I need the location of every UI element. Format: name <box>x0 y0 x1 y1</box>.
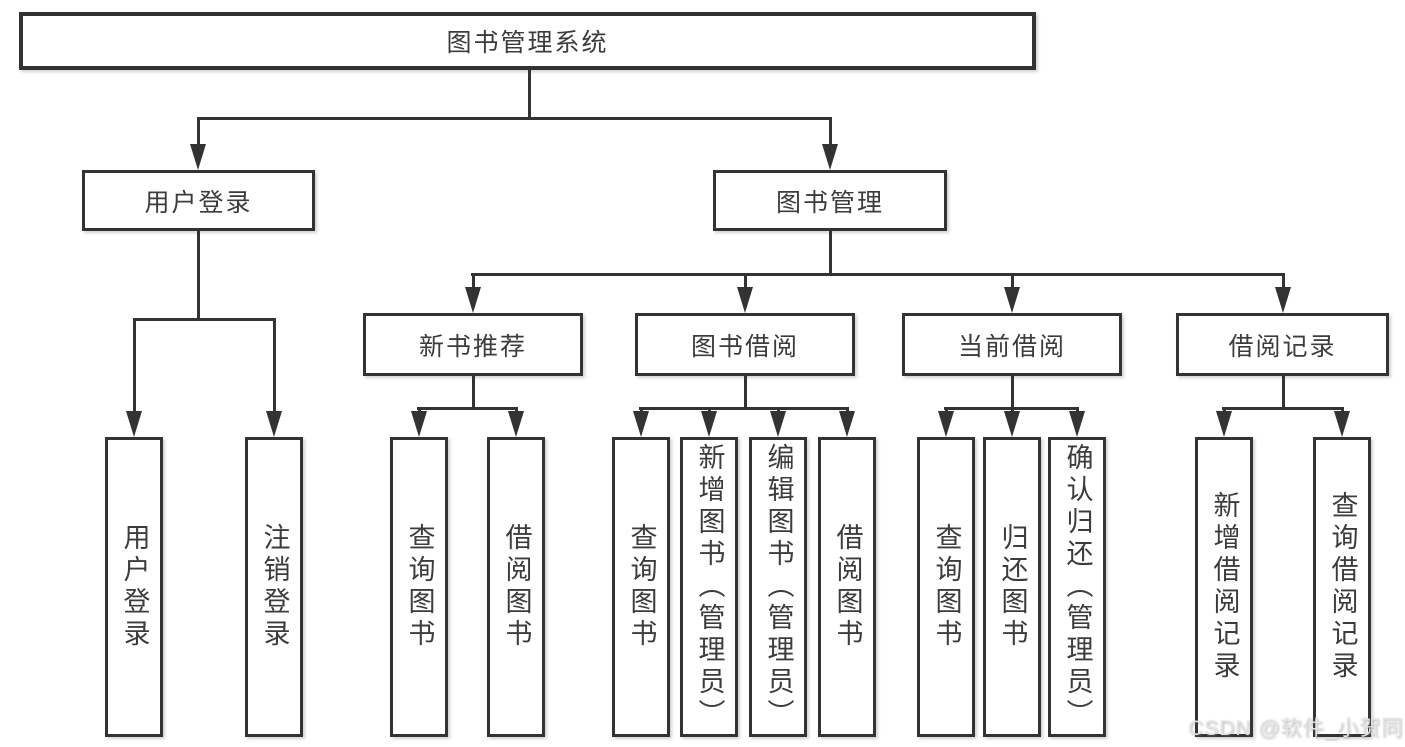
leaf-add-borrow-record: 新增借阅记录 <box>1195 437 1253 737</box>
connector-drop-line <box>273 318 276 413</box>
node-label: 借阅记录 <box>1228 332 1337 361</box>
node-label: 当前借阅 <box>957 332 1066 361</box>
connector-drop-line <box>777 407 780 414</box>
leaf-confirm-return-admin: 确认归还（管理员） <box>1048 437 1106 737</box>
arrowhead-down-icon <box>822 144 838 170</box>
connector-drop-line <box>744 273 747 290</box>
node-label: 新书推荐 <box>418 332 527 361</box>
leaf-query-books-current: 查询图书 <box>917 437 975 737</box>
node-label: 图书管理系统 <box>446 29 609 57</box>
node-label: 图书借阅 <box>690 332 799 361</box>
leaf-borrow-books-recommend: 借阅图书 <box>487 437 545 737</box>
connector-drop-line <box>829 117 832 147</box>
leaf-edit-book-admin: 编辑图书（管理员） <box>749 437 807 737</box>
arrowhead-down-icon <box>190 144 206 170</box>
node-label: 用户登录 <box>144 188 253 217</box>
arrowhead-down-icon <box>1069 411 1085 437</box>
node-label: 新增图书（管理员） <box>694 443 725 731</box>
arrowhead-down-icon <box>126 411 142 437</box>
node-label: 查询图书 <box>626 523 657 651</box>
node-label: 借阅图书 <box>501 523 532 651</box>
node-user-login: 用户登录 <box>82 170 315 231</box>
arrowhead-down-icon <box>465 287 481 313</box>
connector-drop-line <box>133 318 136 413</box>
connector-drop-line <box>418 407 421 414</box>
arrowhead-down-icon <box>1275 287 1291 313</box>
node-label: 确认归还（管理员） <box>1062 443 1093 731</box>
arrowhead-down-icon <box>701 411 717 437</box>
arrowhead-down-icon <box>1004 287 1020 313</box>
leaf-query-borrow-record: 查询借阅记录 <box>1313 437 1371 737</box>
connector-drop-line <box>1341 407 1344 414</box>
leaf-borrow-books: 借阅图书 <box>818 437 876 737</box>
connector-drop-line <box>846 407 849 414</box>
connector-stem-line <box>744 376 747 409</box>
connector-stem-line <box>197 231 200 321</box>
leaf-logout: 注销登录 <box>245 437 303 737</box>
connector-stem-line <box>1011 376 1014 409</box>
connector-rail-line <box>133 318 276 321</box>
arrowhead-down-icon <box>839 411 855 437</box>
leaf-return-book: 归还图书 <box>983 437 1041 737</box>
connector-rail-line <box>639 407 849 410</box>
connector-drop-line <box>640 407 643 414</box>
arrowhead-down-icon <box>508 411 524 437</box>
node-new-book-recommendation: 新书推荐 <box>363 313 583 376</box>
connector-drop-line <box>1282 273 1285 290</box>
connector-drop-line <box>708 407 711 414</box>
node-label: 归还图书 <box>997 523 1028 651</box>
leaf-add-book-admin: 新增图书（管理员） <box>680 437 738 737</box>
node-label: 查询借阅记录 <box>1327 491 1358 683</box>
connector-rail-line <box>417 407 518 410</box>
leaf-user-login: 用户登录 <box>105 437 163 737</box>
csdn-watermark: CSDN @软件_小贺同学 <box>1188 717 1405 740</box>
node-book-borrowing: 图书借阅 <box>635 313 855 376</box>
connector-drop-line <box>197 117 200 147</box>
connector-rail-line <box>1222 407 1344 410</box>
node-label: 编辑图书（管理员） <box>763 443 794 731</box>
connector-drop-line <box>1011 407 1014 414</box>
connector-stem-line <box>1282 376 1285 409</box>
connector-drop-line <box>945 407 948 414</box>
arrowhead-down-icon <box>1004 411 1020 437</box>
arrowhead-down-icon <box>411 411 427 437</box>
node-label: 借阅图书 <box>832 523 863 651</box>
arrowhead-down-icon <box>938 411 954 437</box>
arrowhead-down-icon <box>737 287 753 313</box>
node-label: 新增借阅记录 <box>1209 491 1240 683</box>
connector-drop-line <box>472 273 475 290</box>
arrowhead-down-icon <box>633 411 649 437</box>
node-label: 查询图书 <box>931 523 962 651</box>
connector-drop-line <box>1223 407 1226 414</box>
connector-stem-line <box>829 231 832 275</box>
connector-drop-line <box>515 407 518 414</box>
leaf-query-books-recommend: 查询图书 <box>390 437 448 737</box>
connector-drop-line <box>1076 407 1079 414</box>
connector-rail-line <box>471 273 1285 276</box>
node-book-management: 图书管理 <box>713 170 947 231</box>
connector-rail-line <box>197 117 832 120</box>
connector-stem-line <box>528 70 531 119</box>
node-current-borrowing: 当前借阅 <box>902 313 1122 376</box>
arrowhead-down-icon <box>1334 411 1350 437</box>
node-label: 注销登录 <box>259 523 290 651</box>
node-label: 查询图书 <box>404 523 435 651</box>
node-borrowing-records: 借阅记录 <box>1176 313 1389 376</box>
leaf-query-books-borrow: 查询图书 <box>612 437 670 737</box>
node-label: 图书管理 <box>775 188 884 217</box>
node-library-management-system: 图书管理系统 <box>19 12 1036 70</box>
connector-drop-line <box>1011 273 1014 290</box>
arrowhead-down-icon <box>1216 411 1232 437</box>
arrowhead-down-icon <box>770 411 786 437</box>
connector-stem-line <box>472 376 475 409</box>
arrowhead-down-icon <box>266 411 282 437</box>
node-label: 用户登录 <box>119 523 150 651</box>
